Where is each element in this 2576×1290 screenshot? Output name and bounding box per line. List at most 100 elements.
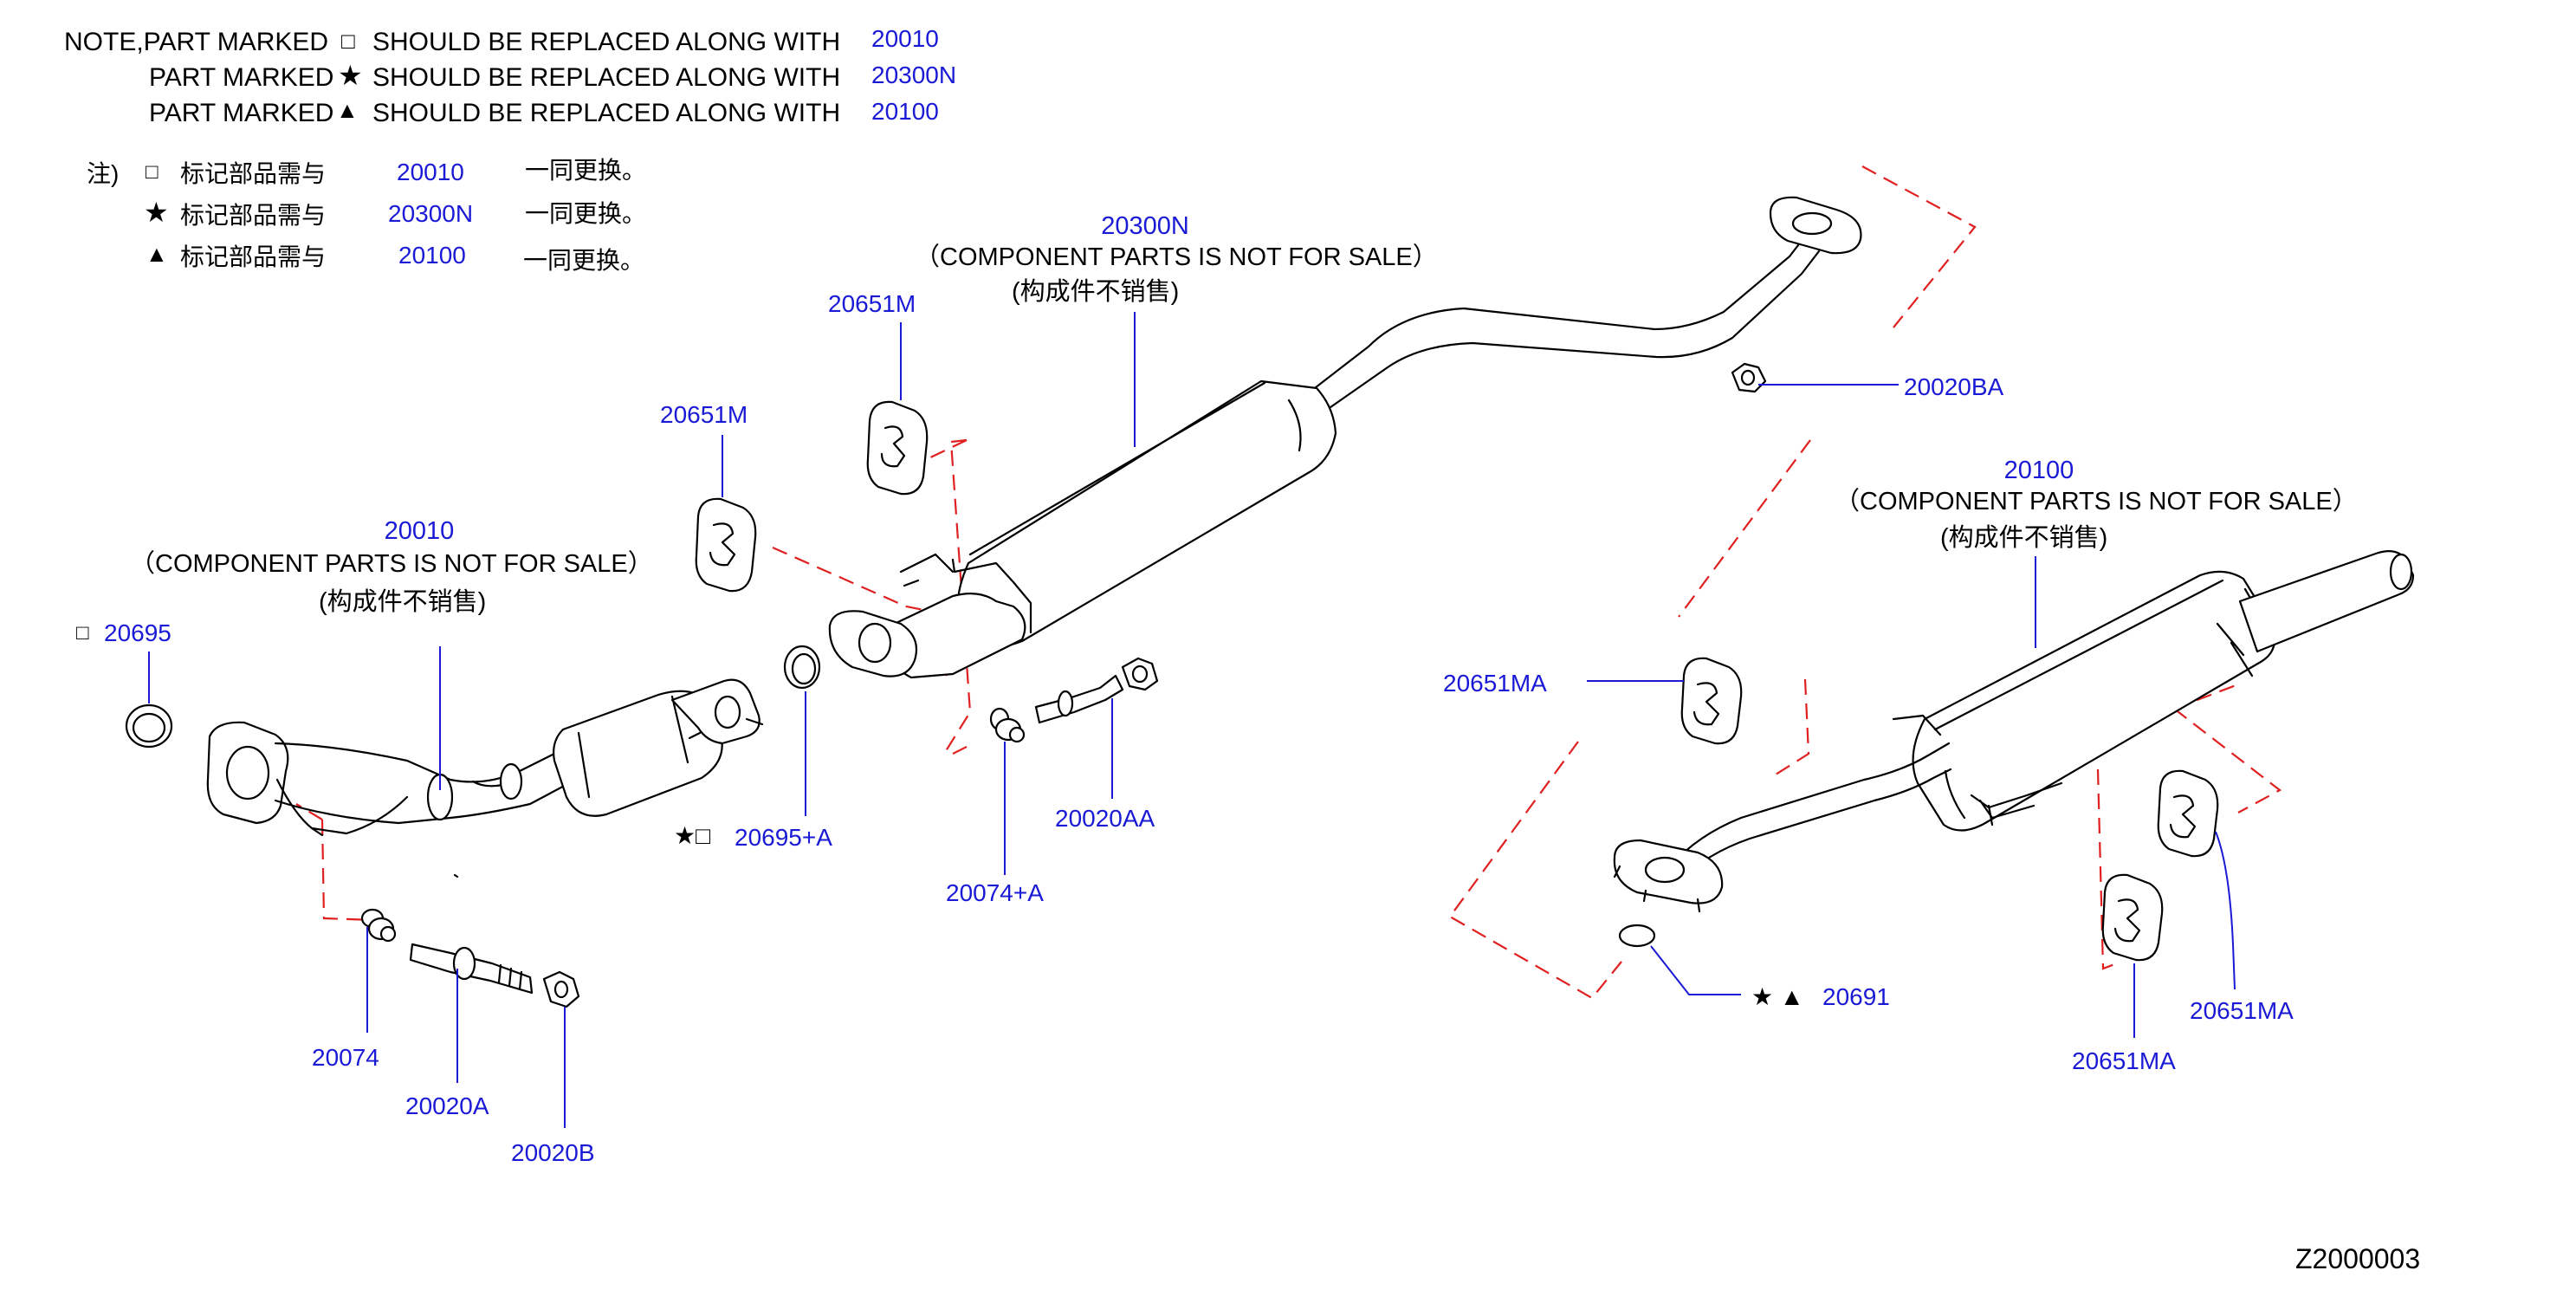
center-fastener-group [989,657,1159,743]
rear-bracket [1970,781,2063,820]
label-20010: 20010 [385,517,455,545]
hanger-20651m-top [866,400,929,496]
english-note: NOTE,PART MARKED □ SHOULD BE REPLACED AL… [64,25,956,127]
spring-20074 [360,908,397,943]
hanger-20651ma-left [1680,657,1743,745]
note-line-2-symbol: ★ [338,60,363,91]
caption-cn-20010: (构成件不销售) [319,587,486,616]
center-inlet-bore [858,622,892,664]
boundary-rear-muffler [1448,678,2282,1000]
nut-20020b [542,970,580,1008]
callout-20695a-symbol: ★□ [674,822,710,849]
gasket-20691 [1618,924,1656,948]
center-muffler-seams [968,381,1302,556]
leader-lines [148,312,2236,1128]
front-inlet-bore [225,745,270,801]
chinese-note: 注) □ 标记部品需与 20010 一同更换。 ★ 标记部品需与 20300N … [87,157,646,274]
note-line-3-prefix: PART MARKED [149,99,333,127]
note-line-3-text: SHOULD BE REPLACED ALONG WITH [372,99,840,127]
front-fastener-group [360,908,580,1008]
cn-row-3-part: 20100 [398,242,466,269]
callout-20651ma-bottom: 20651MA [2072,1047,2176,1074]
label-20100: 20100 [2004,457,2074,484]
callout-20651ma-left: 20651MA [1443,670,1547,697]
rear-muffler-body [1912,570,2276,832]
bolt-20020aa-head [1121,657,1159,691]
assembly-boundaries [295,165,2282,1000]
callout-20691: 20691 [1822,983,1890,1010]
label-20300n: 20300N [1101,212,1189,240]
diagram-id: Z2000003 [2295,1243,2420,1274]
bolt-20020a-threads [497,963,523,991]
front-pipe-joint-2 [499,762,523,801]
callout-20651m-top: 20651M [828,290,916,317]
note-line-1-text: SHOULD BE REPLACED ALONG WITH [372,28,840,56]
caption-20100: （COMPONENT PARTS IS NOT FOR SALE） [1835,488,2358,515]
front-pipe-lower-branch [275,778,409,837]
note-line-2-text: SHOULD BE REPLACED ALONG WITH [372,63,840,92]
cn-row-1-symbol: □ [146,160,159,184]
cn-row-3-symbol: ▲ [146,241,168,267]
bolt-20020a-collar [452,946,476,981]
callout-20020b: 20020B [511,1139,595,1166]
center-tail-pipe-upper [1291,232,1821,433]
cn-row-2-symbol: ★ [144,197,169,228]
cat-bolt-studs [471,717,764,788]
callout-20651ma-right: 20651MA [2190,997,2294,1024]
cn-row-2-text: 标记部品需与 [180,202,326,229]
cn-row-2-part: 20300N [388,200,473,227]
bolt-20020aa [1034,674,1124,724]
gasket-20695a [783,645,821,690]
note-line-1-part: 20010 [871,25,939,52]
note-line-3-symbol: ▲ [336,97,359,123]
leader-20691 [1650,945,1741,995]
callout-20695-symbol: □ [76,621,89,645]
caption-20010: （COMPONENT PARTS IS NOT FOR SALE） [130,550,653,578]
callout-20651m-left: 20651M [660,401,748,428]
rear-inlet-bore [1644,856,1686,884]
cn-note-label: 注) [87,160,119,187]
part-callouts: □ 20695 20651M 20651M 20020BA ★□ 20695+A… [76,290,2294,1166]
center-muffler-assembly [828,196,1862,679]
hanger-20651m-left [695,497,757,593]
hanger-20651ma-bottom [2101,873,2164,962]
leader-20651ma-right [2215,831,2236,990]
rear-muffler-assembly [1613,550,2415,913]
center-rear-flange-bore [1791,211,1833,236]
gasket-20695 [125,703,173,749]
front-pipe-assembly [206,678,764,878]
assembly-labels: 20300N （COMPONENT PARTS IS NOT FOR SALE）… [130,212,2358,616]
callout-20695a: 20695+A [735,824,832,851]
cat-heat-shield [577,695,689,799]
cn-row-2-suffix: 一同更换。 [525,200,646,227]
note-line-2-prefix: PART MARKED [149,63,333,92]
cn-row-1-suffix: 一同更换。 [525,157,646,184]
rear-inlet-studs [1613,865,1701,913]
callout-20020ba: 20020BA [1904,373,2004,400]
cn-row-1-text: 标记部品需与 [180,160,326,187]
cn-row-1-part: 20010 [397,159,464,185]
front-pipe-mark [453,873,459,878]
center-inlet-tab [899,553,955,587]
note-line-3-part: 20100 [871,98,939,125]
cn-row-3-suffix: 一同更换。 [523,247,644,274]
spring-20074a [989,707,1026,743]
caption-20300n: （COMPONENT PARTS IS NOT FOR SALE） [915,243,1438,271]
callout-20691-symbol: ★ ▲ [1751,983,1804,1010]
rear-tail-tip [2389,553,2413,591]
cn-row-3-text: 标记部品需与 [180,243,326,270]
note-line-2-part: 20300N [871,62,956,88]
caption-cn-20100: (构成件不销售) [1940,523,2107,552]
bolt-20020aa-collar [1057,690,1074,717]
callout-20020a: 20020A [405,1092,489,1119]
rear-tail-pipe [2238,550,2415,653]
nut-20020ba [1731,362,1767,393]
cat-outlet-bore [714,695,741,729]
hanger-20651ma-right [2157,769,2219,858]
callout-20074a: 20074+A [946,879,1044,906]
note-line-1-prefix: NOTE,PART MARKED [64,28,328,56]
note-line-1-symbol: □ [341,28,355,54]
caption-cn-20300n: (构成件不销售) [1012,277,1179,306]
callout-20074: 20074 [312,1044,379,1071]
